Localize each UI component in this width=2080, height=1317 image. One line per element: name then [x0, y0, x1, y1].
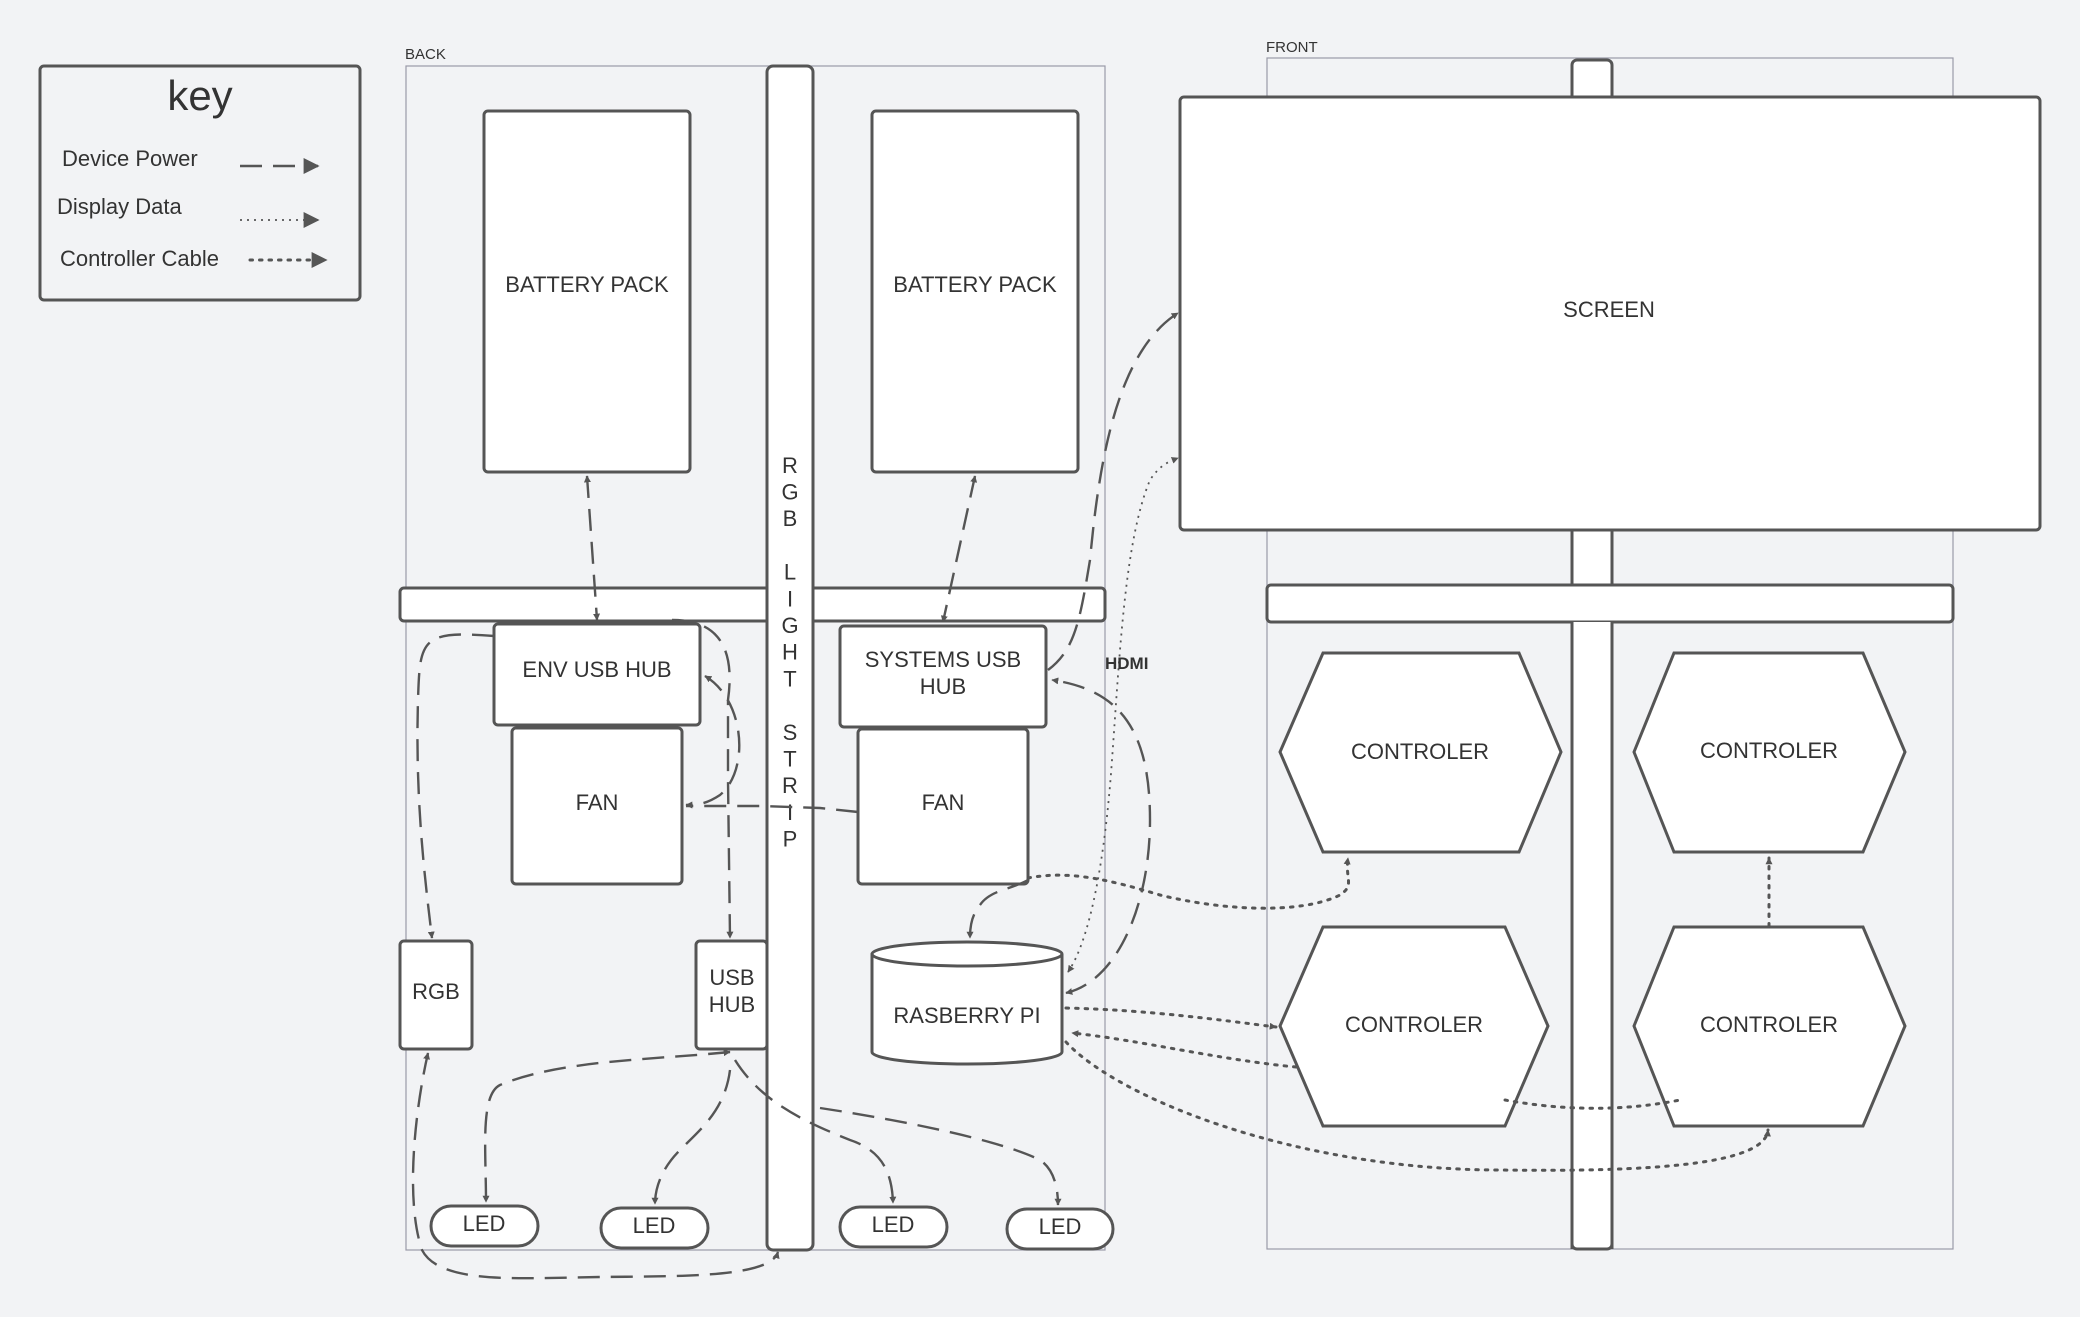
key-title: key [167, 72, 232, 119]
rgb-light-strip-letter: G [781, 613, 798, 638]
controller-bottom-left [1278, 925, 1550, 1128]
back-panel-label: BACK [405, 46, 446, 63]
env-usb-hub [492, 622, 702, 727]
controller-bottom-left-label: CONTROLER [1345, 1012, 1483, 1037]
power-env-hub-to-rgb [416, 633, 495, 939]
controller-top-right [1632, 651, 1907, 854]
rgb-light-strip-letter: I [787, 586, 793, 611]
power-battery-right-to-systems-hub [940, 475, 978, 623]
led-4-label: LED [1039, 1214, 1082, 1239]
front-panel-label: FRONT [1266, 39, 1318, 56]
rgb-light-strip-letter: T [783, 666, 796, 691]
battery-pack-right [870, 109, 1080, 474]
power-rgb-to-light-strip [411, 1052, 780, 1280]
rgb-light-strip-letter: P [783, 827, 798, 852]
rgb-light-strip-letter: G [781, 480, 798, 505]
controller-top-right-label: CONTROLER [1700, 738, 1838, 763]
key-legend-frame [38, 64, 362, 302]
key-legend: key Device Power Display Data Controller… [38, 64, 362, 302]
screen-label: SCREEN [1563, 297, 1655, 322]
controller-top-left-label: CONTROLER [1351, 739, 1489, 764]
fan-left [510, 726, 684, 886]
controller-bottom-right-label: CONTROLER [1700, 1012, 1838, 1037]
controller-cable-controller-bottom-left-to-pi [1070, 1030, 1298, 1069]
power-systems-to-raspberry-pi [966, 878, 1029, 939]
controller-cable-pi-to-controller-bottom-left [1064, 1006, 1278, 1030]
rgb-light-strip-letter: T [783, 747, 796, 772]
rgb-light-strip-letter: B [783, 506, 798, 531]
systems-usb-hub-label-1: SYSTEMS USB [865, 647, 1021, 672]
raspberry-pi: RASBERRY PI [870, 940, 1064, 1066]
systems-usb-hub-label-2: HUB [920, 674, 966, 699]
raspberry-pi-label: RASBERRY PI [893, 1003, 1040, 1028]
front-shelf-bar [1265, 583, 1955, 624]
rgb-light-strip-letter: H [782, 640, 798, 665]
led-2-label: LED [633, 1213, 676, 1238]
led-1-label: LED [463, 1211, 506, 1236]
key-label-controller-cable: Controller Cable [60, 246, 219, 271]
battery-pack-left-label: BATTERY PACK [505, 272, 669, 297]
fan-left-label: FAN [576, 790, 619, 815]
key-label-display-data: Display Data [57, 194, 182, 219]
controller-bottom-right [1632, 925, 1907, 1128]
controller-cable-fan-to-controller-top-left [1026, 856, 1351, 910]
raspberry-pi-body [870, 954, 1064, 1066]
led-3 [838, 1205, 949, 1249]
rgb-box [398, 939, 474, 1051]
raspberry-pi-top [870, 940, 1064, 968]
usb-hub-label-2: HUB [709, 992, 755, 1017]
rgb-light-strip-letter: S [783, 720, 798, 745]
power-battery-left-to-env-hub [583, 475, 601, 621]
env-usb-hub-label: ENV USB HUB [522, 657, 671, 682]
led-4 [1005, 1207, 1115, 1251]
battery-pack-right-label: BATTERY PACK [893, 272, 1057, 297]
usb-hub-label-1: USB [709, 965, 754, 990]
led-3-label: LED [872, 1212, 915, 1237]
back-panel: BACK BATTERY PACK BATTERY PACK ENV USB H… [398, 46, 1115, 1252]
rgb-box-label: RGB [412, 979, 460, 1004]
front-pole-cover [1572, 622, 1612, 642]
rgb-light-strip-letter: L [784, 560, 796, 585]
rgb-light-strip-letter: R [782, 453, 798, 478]
systems-usb-hub [838, 624, 1048, 729]
hdmi-label: HDMI [1105, 654, 1148, 673]
power-fan-link [686, 804, 859, 814]
key-label-device-power: Device Power [62, 146, 198, 171]
rgb-light-strip [765, 64, 815, 1252]
rgb-light-strip-letter: R [782, 773, 798, 798]
front-panel: FRONT SCREEN CONTROLER CONTROLER CONTROL… [1178, 39, 2042, 1251]
screen [1178, 95, 2042, 532]
back-shelf-bar [398, 586, 1107, 623]
rgb-light-strip-letter: I [787, 800, 793, 825]
controller-top-left [1278, 651, 1563, 854]
controller-cable-connections [1026, 856, 1773, 1172]
fan-right-label: FAN [922, 790, 965, 815]
controller-cable-bottom-controllers-link [1503, 1098, 1682, 1110]
fan-right [856, 727, 1030, 886]
battery-pack-left [482, 109, 692, 474]
power-env-hub-to-fan-left [685, 674, 741, 809]
display-data-connections: HDMI [1067, 457, 1179, 973]
